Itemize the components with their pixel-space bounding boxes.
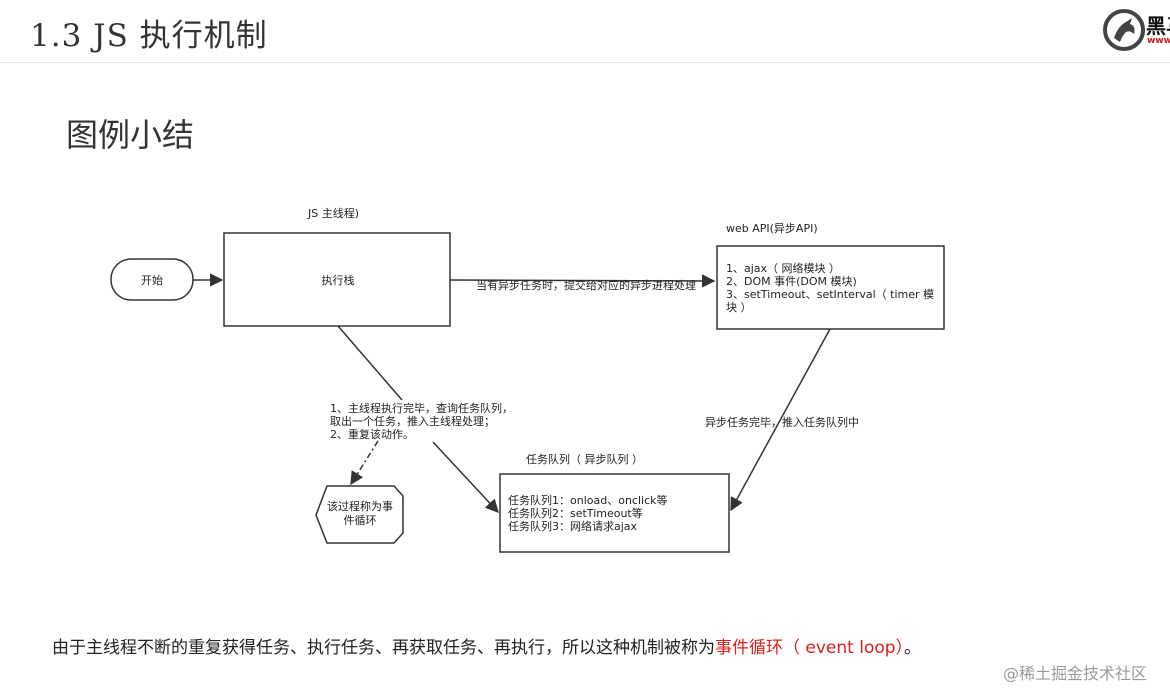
note-to-queue-arrow — [432, 441, 499, 513]
logo-url: www — [1147, 36, 1170, 46]
main-thread-title: JS 主线程) — [307, 206, 359, 220]
webapi-box — [716, 245, 945, 330]
loop-note-line: 取出一个任务，推入主线程处理； — [330, 414, 495, 428]
logo-text: 黑马 — [1146, 14, 1170, 38]
complete-edge-label: 异步任务完毕，推入任务队列中 — [705, 415, 859, 429]
exec-stack-box — [223, 232, 451, 327]
event-loop-node — [315, 485, 404, 544]
webapi-item: 块 ） — [726, 301, 752, 314]
slide-header: 1.3 JS 执行机制 黑马 www — [0, 0, 1170, 63]
webapi-item: 1、ajax（ 网络模块 ） — [726, 261, 840, 275]
event-loop-line: 件循环 — [344, 514, 377, 527]
task-queue-box — [499, 473, 730, 553]
summary-main: 由于主线程不断的重复获得任务、执行任务、再获取任务、再执行，所以这种机制被称为 — [52, 638, 715, 658]
exec-stack-label: 执行栈 — [322, 273, 355, 287]
section-title: 图例小结 — [66, 116, 195, 154]
webapi-item: 3、setTimeout、setInterval（ timer 模 — [726, 288, 934, 301]
loop-dashed-arrow — [350, 440, 379, 486]
loop-note-line: 1、主线程执行完毕，查询任务队列， — [330, 401, 513, 415]
brand-logo: 黑马 www — [1100, 8, 1170, 52]
queue-item: 任务队列1：onload、onclick等 — [508, 493, 668, 507]
summary-highlight: 事件循环（ event loop） — [715, 638, 905, 658]
event-loop-line: 该过程称为事 — [327, 499, 393, 513]
queue-title: 任务队列（ 异步队列 ） — [526, 452, 643, 466]
loop-note-line: 2、重复该动作。 — [330, 427, 414, 441]
stack-to-webapi-arrow — [449, 274, 716, 288]
start-label: 开始 — [141, 273, 163, 287]
stack-diagonal-line — [337, 325, 403, 401]
queue-item: 任务队列2：setTimeout等 — [508, 506, 643, 520]
slide-title: 1.3 JS 执行机制 — [30, 18, 268, 54]
event-loop-diagram: 开始 JS 主线程) 执行栈 当有异步任务时，提交给对应的异步进程处理 web … — [110, 206, 945, 553]
watermark: @稀土掘金技术社区 — [1003, 664, 1148, 683]
summary-text: 由于主线程不断的重复获得任务、执行任务、再获取任务、再执行，所以这种机制被称为事… — [52, 633, 921, 658]
webapi-to-queue-arrow — [730, 328, 831, 512]
horse-icon — [1103, 9, 1145, 51]
webapi-title: web API(异步API) — [726, 222, 818, 235]
queue-item: 任务队列3：网络请求ajax — [508, 519, 638, 533]
summary-end: 。 — [904, 638, 922, 658]
webapi-item: 2、DOM 事件(DOM 模块) — [726, 275, 857, 288]
async-edge-label: 当有异步任务时，提交给对应的异步进程处理 — [476, 278, 696, 292]
